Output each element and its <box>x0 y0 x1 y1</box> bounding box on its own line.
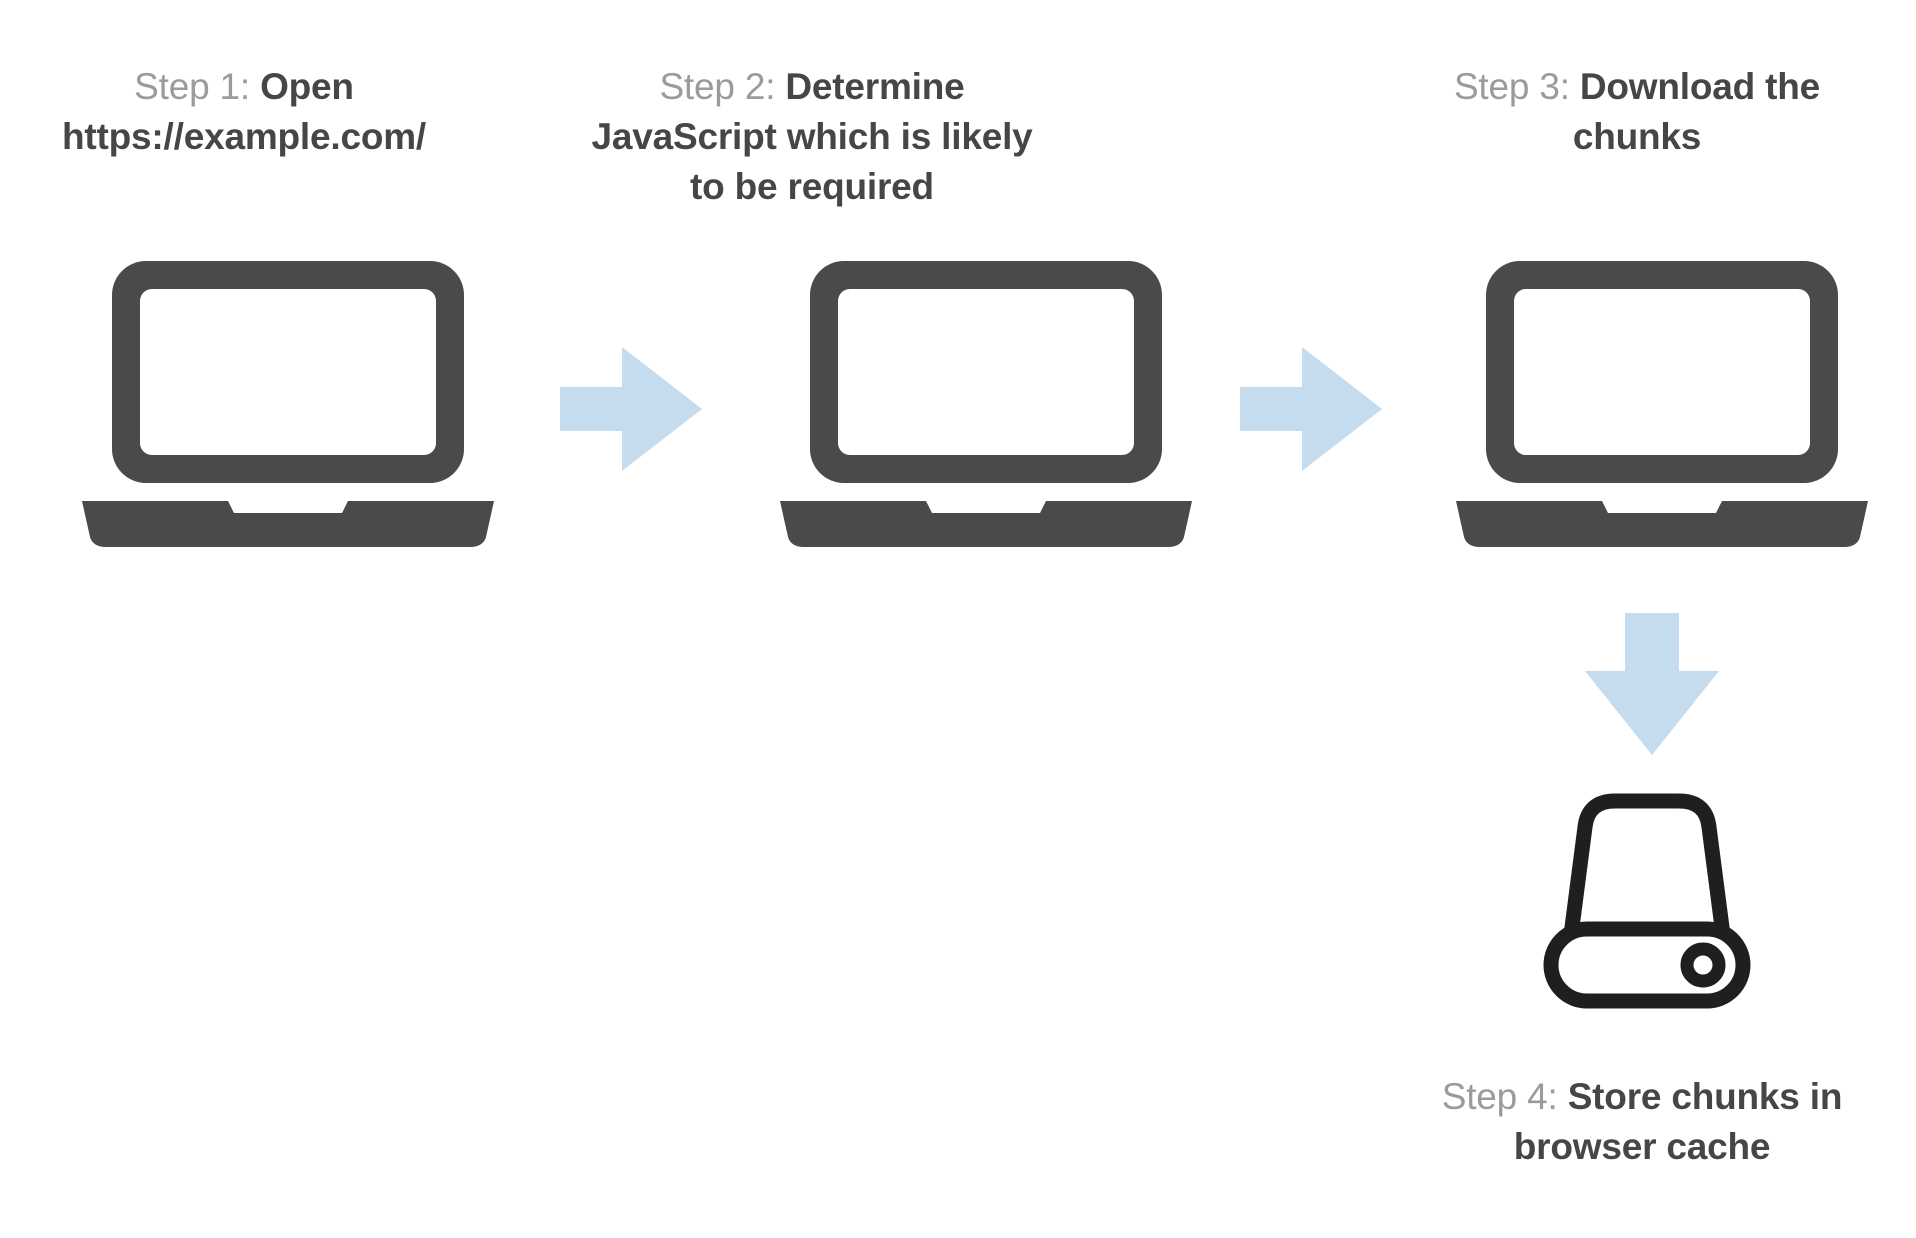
step-4-caption: Step 4: Store chunks in browser cache <box>1432 1072 1852 1172</box>
step-3-label: Step 3: <box>1453 66 1580 107</box>
step-2-text: Determine JavaScript which is likely to … <box>591 66 1033 207</box>
step-4-label: Step 4: <box>1441 1076 1568 1117</box>
laptop-icon <box>776 255 1196 567</box>
arrow-right-icon <box>560 347 702 471</box>
step-1-caption: Step 1: Open https://example.com/ <box>34 62 454 162</box>
arrow-right-icon <box>1240 347 1382 471</box>
arrow-down-icon <box>1585 613 1719 755</box>
step-3-caption: Step 3: Download the chunks <box>1422 62 1852 162</box>
step-2-label: Step 2: <box>659 66 786 107</box>
step-2-caption: Step 2: Determine JavaScript which is li… <box>584 62 1040 212</box>
step-4-text: Store chunks in browser cache <box>1513 1076 1843 1167</box>
hard-drive-icon <box>1527 785 1767 1013</box>
step-1-label: Step 1: <box>134 66 261 107</box>
laptop-icon <box>1452 255 1872 567</box>
step-1-text: Open https://example.com/ <box>61 66 427 157</box>
step-3-text: Download the chunks <box>1572 66 1821 157</box>
laptop-icon <box>78 255 498 567</box>
